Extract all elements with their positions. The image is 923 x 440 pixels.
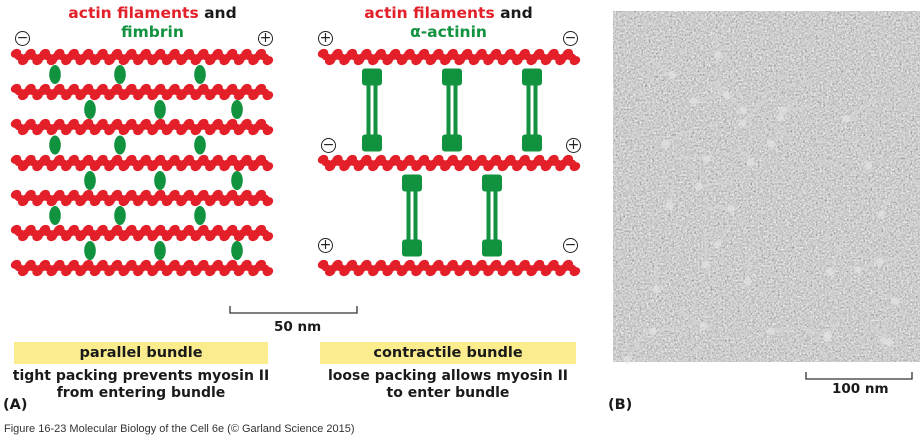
fimbrin-3-3: [194, 135, 206, 155]
actin-filament-contractile-3: [317, 259, 581, 277]
alpha-actinin-lower-1: [402, 174, 422, 257]
fimbrin-1-2: [114, 65, 126, 84]
plus-sign-actinin-mid-right: +: [566, 137, 581, 153]
fimbrin-5-3: [194, 206, 206, 225]
scale-bar-100nm: [805, 372, 913, 380]
fimbrin-6-1: [84, 241, 96, 260]
contractile-bundle-caption: loose packing allows myosin II to enter …: [310, 368, 586, 402]
alpha-actinin-upper-3: [522, 68, 542, 152]
scale-bar-50nm-label: 50 nm: [274, 319, 322, 335]
fimbrin-title-and: and: [198, 4, 237, 22]
alpha-actinin-upper-2: [442, 68, 462, 152]
minus-sign-actinin-bottom-right: −: [563, 237, 578, 253]
scale-bar-50nm: [229, 306, 358, 314]
plus-sign-actinin-bottom-left: +: [318, 237, 333, 253]
fimbrin-6-3: [231, 241, 243, 260]
plus-sign-actinin-top-left: +: [318, 30, 333, 46]
fimbrin-4-3: [231, 171, 243, 190]
contractile-bundle-caption-line2: to enter bundle: [386, 385, 510, 401]
contractile-bundle-caption-line1: loose packing allows myosin II: [327, 368, 568, 384]
alpha-actinin-title-actinin: α-actinin: [410, 23, 487, 41]
alpha-actinin-title: actin filaments and α-actinin: [336, 4, 561, 42]
actin-filament-parallel-2: [10, 83, 274, 101]
fimbrin-6-2: [154, 241, 166, 260]
fimbrin-title: actin filaments and fimbrin: [40, 4, 265, 42]
fimbrin-1-3: [194, 65, 206, 84]
actin-filament-parallel-4: [10, 154, 274, 172]
fimbrin-2-3: [231, 100, 243, 119]
alpha-actinin-title-actin: actin filaments: [364, 4, 495, 22]
plus-sign-fimbrin-right: +: [258, 30, 273, 46]
parallel-bundle-caption-line1: tight packing prevents myosin II: [12, 368, 270, 384]
parallel-bundle-caption-line2: from entering bundle: [56, 385, 226, 401]
panel-a-label: (A): [3, 397, 28, 413]
alpha-actinin-upper-1: [362, 68, 382, 152]
figure-footer: Figure 16-23 Molecular Biology of the Ce…: [4, 423, 355, 435]
minus-sign-actinin-mid-left: −: [321, 137, 336, 153]
minus-sign-fimbrin-left: −: [15, 30, 30, 46]
actin-filament-parallel-5: [10, 189, 274, 207]
fimbrin-1-1: [49, 65, 61, 84]
fimbrin-title-actin: actin filaments: [68, 4, 199, 22]
fimbrin-3-2: [114, 135, 126, 155]
fimbrin-5-1: [49, 206, 61, 225]
actin-filament-parallel-6: [10, 224, 274, 242]
actin-filament-contractile-2: [317, 154, 581, 172]
contractile-bundle-label: contractile bundle: [320, 342, 576, 364]
fimbrin-4-2: [154, 171, 166, 190]
fimbrin-5-2: [114, 206, 126, 225]
parallel-bundle-label: parallel bundle: [14, 342, 268, 364]
fimbrin-3-1: [49, 135, 61, 155]
alpha-actinin-title-and: and: [494, 4, 533, 22]
minus-sign-actinin-top-right: −: [563, 30, 578, 46]
panel-b-label: (B): [608, 397, 633, 413]
actin-filament-parallel-1: [10, 48, 274, 66]
fimbrin-4-1: [84, 171, 96, 190]
actin-filament-parallel-7: [10, 259, 274, 277]
scale-bar-100nm-label: 100 nm: [832, 381, 889, 397]
fimbrin-2-2: [154, 100, 166, 119]
actin-filament-contractile-1: [317, 48, 581, 66]
fimbrin-title-fimbrin: fimbrin: [121, 23, 184, 41]
fimbrin-2-1: [84, 100, 96, 119]
actin-filament-parallel-3: [10, 118, 274, 136]
parallel-bundle-caption: tight packing prevents myosin II from en…: [4, 368, 278, 402]
electron-micrograph: [613, 11, 920, 364]
alpha-actinin-lower-2: [482, 174, 502, 257]
